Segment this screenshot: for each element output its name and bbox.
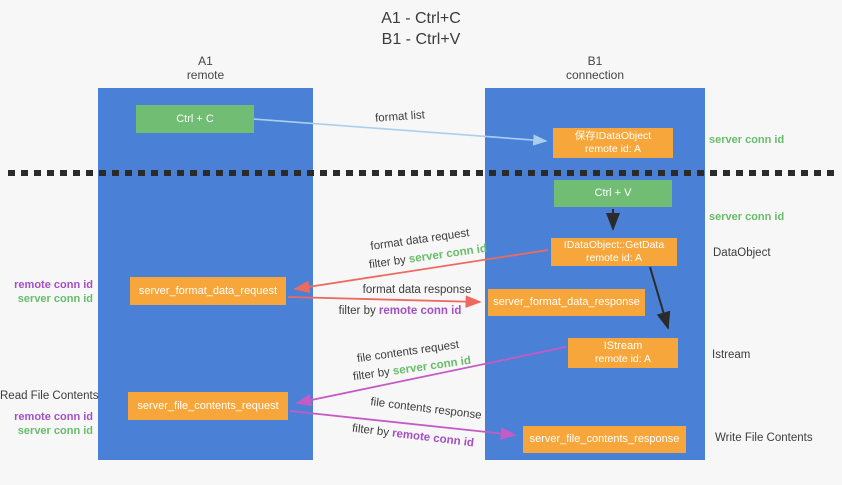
node-server-format-data-response-label: server_format_data_response: [493, 296, 640, 308]
annotation-write-file-contents: Write File Contents: [715, 432, 813, 444]
diagram-title: A1 - Ctrl+C B1 - Ctrl+V: [0, 8, 842, 50]
node-istream-line1: IStream: [603, 340, 643, 352]
node-save-idataobject-line2: remote id: A: [584, 143, 642, 155]
arrow-file-contents-request: [295, 346, 567, 407]
title-line-1: A1 - Ctrl+C: [381, 10, 461, 27]
lane-header-b1: B1 connection: [485, 54, 705, 82]
remote-conn-id-keyword: remote conn id: [378, 305, 462, 317]
node-server-format-data-request: server_format_data_request: [130, 277, 286, 305]
node-save-idataobject-line1: 保存IDataObject: [574, 130, 652, 142]
node-ctrl-c: Ctrl + C: [136, 105, 254, 133]
filter-by-text: filter by: [338, 305, 379, 317]
lane-b1-subtitle: connection: [565, 68, 625, 82]
annotation-server-conn-id-left-bottom: server conn id: [17, 425, 93, 437]
node-server-file-contents-request-label: server_file_contents_request: [137, 399, 279, 412]
arrow-file-contents-response: [289, 410, 517, 440]
lane-a1-subtitle: remote: [186, 68, 225, 82]
node-getdata-line1: IDataObject::GetData: [563, 239, 665, 251]
lane-a1-name: A1: [198, 54, 213, 68]
label-format-data-response: format data response: [362, 284, 472, 296]
annotation-server-conn-id-mid: server conn id: [709, 211, 785, 223]
annotation-istream: Istream: [712, 349, 751, 361]
annotation-remote-conn-id-top: remote conn id: [14, 279, 93, 291]
node-server-format-data-request-label: server_format_data_request: [138, 284, 278, 297]
lane-b1-name: B1: [587, 54, 603, 68]
label-filter-by-remote-conn-id-1: filter by remote conn id: [339, 305, 462, 317]
dashed-divider: [8, 170, 834, 176]
lane-header-a1: A1 remote: [98, 54, 313, 82]
arrow-format-data-request: [293, 249, 549, 294]
arrow-format-list: [252, 118, 548, 146]
node-idataobject-getdata: IDataObject::GetData remote id: A: [551, 238, 677, 266]
node-getdata-line2: remote id: A: [585, 252, 643, 264]
annotation-read-file-contents: Read File Contents: [0, 390, 99, 402]
annotation-dataobject: DataObject: [713, 247, 771, 259]
annotation-server-conn-id-top: server conn id: [709, 134, 785, 146]
node-server-format-data-response: server_format_data_response: [488, 289, 645, 316]
annotation-server-conn-id-left-top: server conn id: [17, 293, 93, 305]
title-line-2: B1 - Ctrl+V: [381, 31, 461, 48]
node-ctrl-v: Ctrl + V: [554, 180, 672, 207]
node-ctrl-v-label: Ctrl + V: [594, 187, 632, 199]
arrow-format-data-response: [287, 295, 482, 308]
annotation-remote-conn-id-bottom: remote conn id: [14, 411, 93, 423]
arrow-getdata-to-istream: [649, 266, 671, 330]
node-save-idataobject: 保存IDataObject remote id: A: [553, 128, 673, 158]
node-istream-line2: remote id: A: [594, 353, 652, 365]
node-server-file-contents-response: server_file_contents_response: [523, 426, 686, 453]
node-server-file-contents-response-label: server_file_contents_response: [529, 433, 680, 445]
node-server-file-contents-request: server_file_contents_request: [128, 392, 288, 420]
node-istream: IStream remote id: A: [568, 338, 678, 368]
node-ctrl-c-label: Ctrl + C: [176, 112, 214, 125]
